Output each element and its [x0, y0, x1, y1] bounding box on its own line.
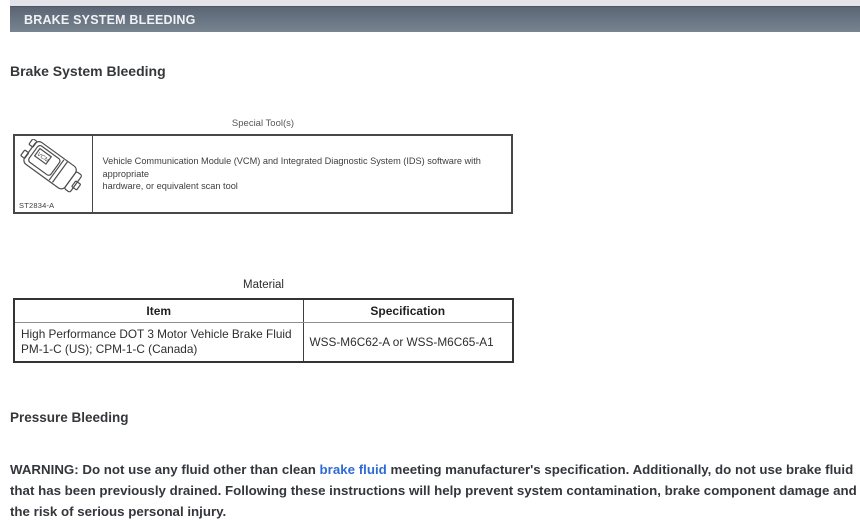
special-tools-caption: Special Tool(s)	[231, 118, 295, 129]
column-header-specification: Specification	[302, 298, 514, 323]
table-row: VCM ST2834-A Vehicle Communication Modul…	[13, 134, 513, 214]
tool-description-cell: Vehicle Communication Module (VCM) and I…	[91, 134, 513, 214]
tool-description-line: Vehicle Communication Module (VCM) and I…	[102, 156, 481, 179]
page-title: Brake System Bleeding	[10, 63, 166, 79]
material-item-cell: High Performance DOT 3 Motor Vehicle Bra…	[13, 322, 304, 363]
material-item-line: PM-1-C (US); CPM-1-C (Canada)	[21, 342, 198, 356]
tool-description-line: hardware, or equivalent scan tool	[102, 181, 238, 192]
warning-line: that has been previously drained. Follow…	[10, 483, 857, 499]
section-title: BRAKE SYSTEM BLEEDING	[24, 12, 196, 27]
material-figure: Material Item Specification High Perform…	[13, 279, 514, 363]
warning-line: the risk of serious personal injury.	[10, 504, 227, 520]
top-strip	[10, 0, 860, 6]
brake-fluid-link[interactable]: brake fluid	[319, 462, 387, 478]
pressure-bleeding-heading: Pressure Bleeding	[10, 410, 129, 425]
special-tools-figure: Special Tool(s) VCM	[13, 118, 513, 214]
table-row: High Performance DOT 3 Motor Vehicle Bra…	[13, 322, 514, 363]
material-caption: Material	[243, 279, 284, 291]
special-tools-table: VCM ST2834-A Vehicle Communication Modul…	[13, 134, 513, 214]
warning-text-pre: WARNING: Do not use any fluid other than…	[10, 462, 320, 478]
warning-line: WARNING: Do not use any fluid other than…	[10, 459, 858, 480]
warning-text-post: meeting manufacturer's specification. Ad…	[386, 462, 854, 478]
table-header-row: Item Specification	[13, 298, 514, 323]
warning-paragraph: WARNING: Do not use any fluid other than…	[10, 459, 858, 522]
vcm-module-icon: VCM	[20, 139, 83, 193]
material-item-line: High Performance DOT 3 Motor Vehicle Bra…	[21, 327, 292, 341]
tool-image-cell: VCM ST2834-A	[13, 134, 93, 214]
material-table: Item Specification High Performance DOT …	[13, 298, 514, 363]
column-header-item: Item	[13, 298, 304, 323]
section-title-bar: BRAKE SYSTEM BLEEDING	[10, 6, 860, 32]
material-specification-cell: WSS-M6C62-A or WSS-M6C65-A1	[302, 322, 514, 363]
tool-part-number: ST2834-A	[19, 201, 55, 210]
